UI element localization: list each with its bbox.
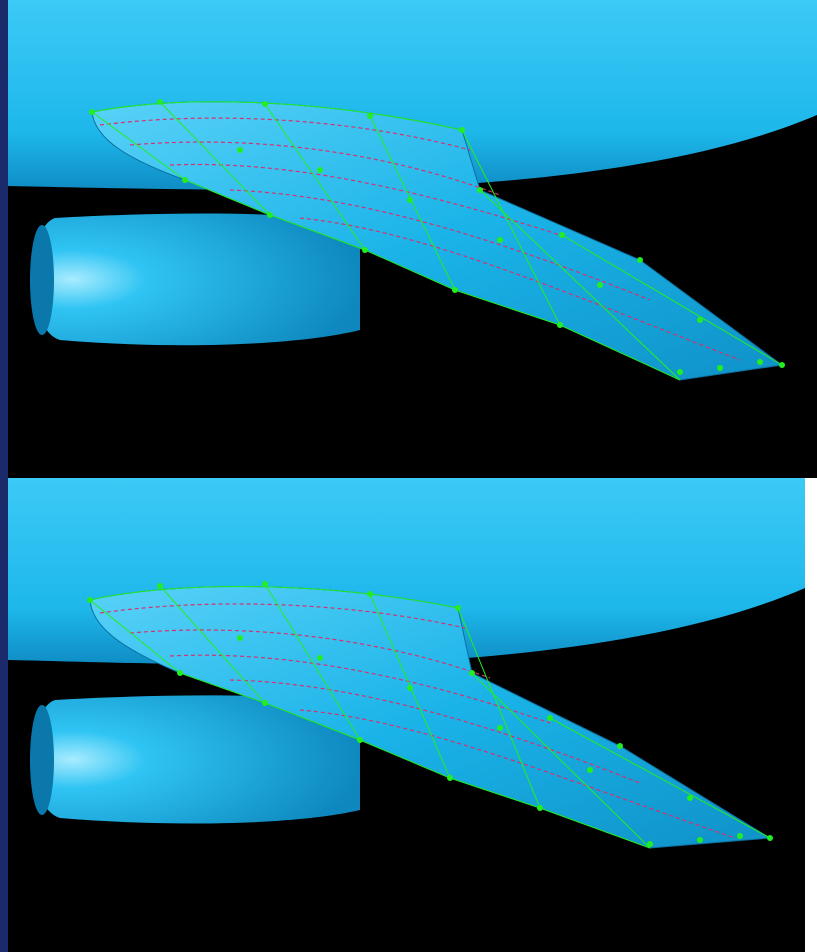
caption-a-line1: a) 4% increase in lift with no increase <box>38 386 638 424</box>
render-panel-b: b) 18% increase in lift if drag constrai… <box>0 478 805 952</box>
caption-b-line2: relaxed by 10% <box>96 924 331 952</box>
caption-a-line2: in drag. Only active control points s <box>146 432 685 470</box>
wing-render-a <box>0 0 817 478</box>
wing-render-b <box>0 478 805 952</box>
render-panel-a: a) 4% increase in lift with no increase … <box>0 0 817 478</box>
caption-b-line1: b) 18% increase in lift if drag constrai… <box>38 878 624 916</box>
